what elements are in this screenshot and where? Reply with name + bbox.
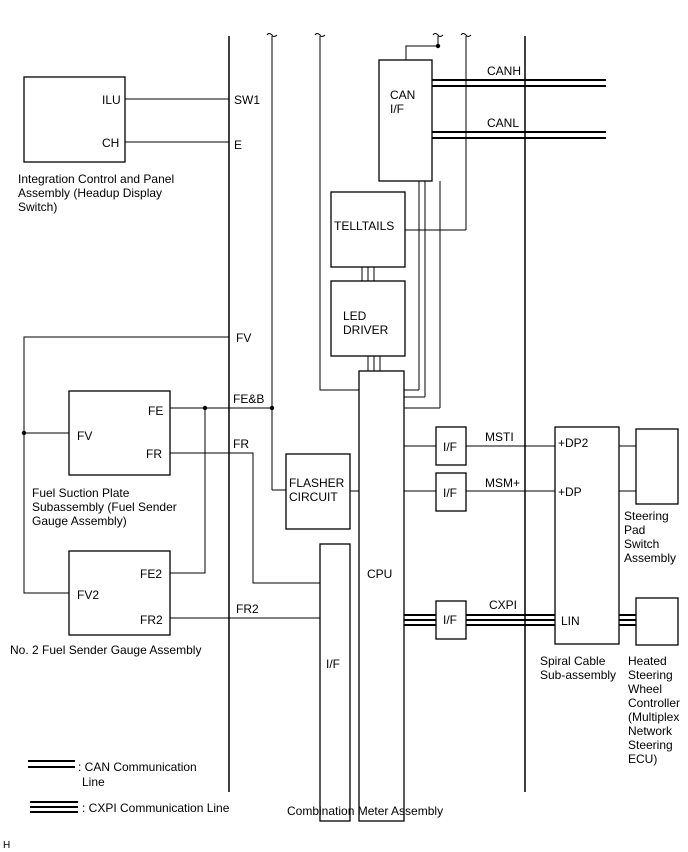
pin-fv2: FV2 [77,588,99,602]
flasher-label-2: CIRCUIT [289,490,338,504]
cxpi-bus [404,614,555,626]
if-cxpi: I/F [435,600,467,640]
svg-text:I/F: I/F [443,440,457,454]
pin-fe2: FE2 [140,567,162,581]
integration-panel-label-3: Switch) [18,200,57,214]
fr-wiring [170,452,320,584]
pin-fe: FE [148,404,163,418]
lin-bus [619,614,636,626]
svg-text:I/F: I/F [443,613,457,627]
integration-panel-label-2: Assembly (Headup Display [18,186,162,200]
can-if-label-1: CAN [390,88,415,102]
led-label-2: DRIVER [343,323,389,337]
legend-can: : CAN Communication [78,760,197,774]
boundary-lines [228,36,526,792]
fuel-suction-label-3: Gauge Assembly) [32,514,127,528]
terminal-fr: FR [233,437,249,451]
steering-pad-label-1: Steering [624,509,669,523]
steering-pad-label-4: Assembly [624,551,676,565]
heated-label-7: Steering [628,738,673,752]
heated-label-6: Network [628,724,673,738]
integration-panel-label-1: Integration Control and Panel [18,172,174,186]
heated-label-1: Heated [628,654,667,668]
pin-dp2: +DP2 [558,436,589,450]
pin-fr: FR [146,447,162,461]
signal-msm: MSM+ [485,476,520,490]
pin-dp: +DP [558,485,582,499]
cpu-box: CPU [358,370,405,822]
heated-label-3: Wheel [628,682,662,696]
terminal-fr2: FR2 [236,602,259,616]
terminal-e: E [234,138,242,152]
if-msti: I/F [435,426,467,466]
meter-if-label: I/F [326,657,340,671]
cpu-can-connectors [314,33,441,409]
no2-sender-label: No. 2 Fuel Sender Gauge Assembly [10,643,201,657]
signal-canh: CANH [487,64,521,78]
steering-pad-label-3: Switch [624,537,659,551]
flasher-circuit-box: FLASHER CIRCUIT [285,453,351,530]
pin-fv: FV [77,429,92,443]
telltails-box: TELLTAILS [330,191,406,268]
fuel-suction-label-1: Fuel Suction Plate [32,486,130,500]
pin-lin: LIN [561,614,580,628]
heated-label-4: Controller [628,696,680,710]
legend-cxpi: : CXPI Communication Line [82,801,230,815]
meter-if-box: I/F [319,543,351,822]
legend: : CAN Communication Line : CXPI Communic… [28,760,230,815]
flasher-label-1: FLASHER [289,476,345,490]
led-label-1: LED [343,309,367,323]
terminal-sw1: SW1 [234,93,260,107]
heated-label-8: ECU) [628,752,657,766]
pin-fr2: FR2 [140,613,163,627]
terminal-fv: FV [236,331,251,345]
footer-code: H [3,840,10,851]
heated-steering-box: Heated Steering Wheel Controller (Multip… [628,597,680,766]
can-if-box: CAN I/F [378,59,433,182]
spiral-label-2: Sub-assembly [540,668,616,682]
combination-meter-label: Combination Meter Assembly [287,804,443,818]
svg-text:I/F: I/F [443,486,457,500]
signal-msti: MSTI [485,430,514,444]
steering-pad-switch-box: Steering Pad Switch Assembly [624,428,679,565]
terminal-feb: FE&B [233,392,264,406]
led-driver-box: LED DRIVER [330,280,406,357]
feb-wiring [170,33,286,574]
legend-can-2: Line [82,775,105,789]
heated-label-5: (Multiplex [628,710,679,724]
heated-label-2: Steering [628,668,673,682]
can-if-label-2: I/F [390,102,404,116]
steering-pad-label-2: Pad [624,523,645,537]
spiral-cable-box: +DP2 +DP LIN Spiral Cable Sub-assembly [540,426,620,682]
can-power-line [405,33,444,60]
fuel-suction-label-2: Subassembly (Fuel Sender [32,500,177,514]
telltails-label: TELLTAILS [334,219,394,233]
signal-cxpi: CXPI [489,598,517,612]
signal-canl: CANL [487,116,519,130]
fv-wiring [21,336,229,594]
can-bus [432,79,606,139]
cpu-label: CPU [367,567,392,581]
pin-ilu: ILU [102,93,121,107]
integration-panel-assembly: ILU CH Integration Control and Panel Ass… [18,76,174,214]
if-msm: I/F [435,472,467,512]
fuel-suction-plate: FE FR FV Fuel Suction Plate Subassembly … [32,390,177,528]
pin-ch: CH [102,136,119,150]
no2-fuel-sender-gauge: FE2 FR2 FV2 No. 2 Fuel Sender Gauge Asse… [10,550,201,657]
spiral-label-1: Spiral Cable [540,654,606,668]
